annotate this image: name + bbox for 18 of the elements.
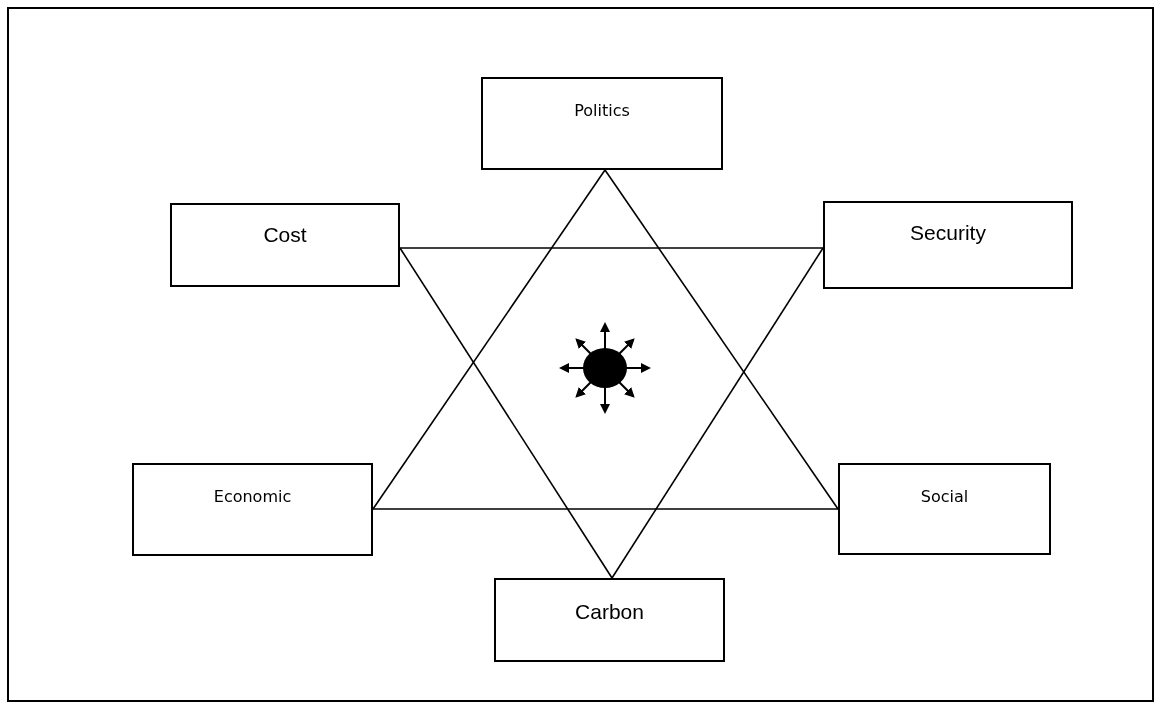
box-label: Economic <box>213 486 292 508</box>
label-box <box>481 77 723 170</box>
connector-line <box>611 247 824 579</box>
label-box <box>170 203 400 287</box>
box-label: Security <box>910 220 986 246</box>
connector-line <box>604 169 839 510</box>
box-label: Politics <box>574 100 630 122</box>
label-box <box>132 463 373 556</box>
connector-line <box>372 169 606 510</box>
connector-line <box>399 247 613 579</box>
label-box <box>823 201 1073 289</box>
box-label: Cost <box>263 222 307 248</box>
label-box <box>838 463 1051 555</box>
box-label: Carbon <box>575 599 644 625</box>
label-box <box>494 578 725 662</box>
connector-line <box>372 508 839 510</box>
box-label: Social <box>920 486 969 508</box>
connector-line <box>399 247 824 249</box>
